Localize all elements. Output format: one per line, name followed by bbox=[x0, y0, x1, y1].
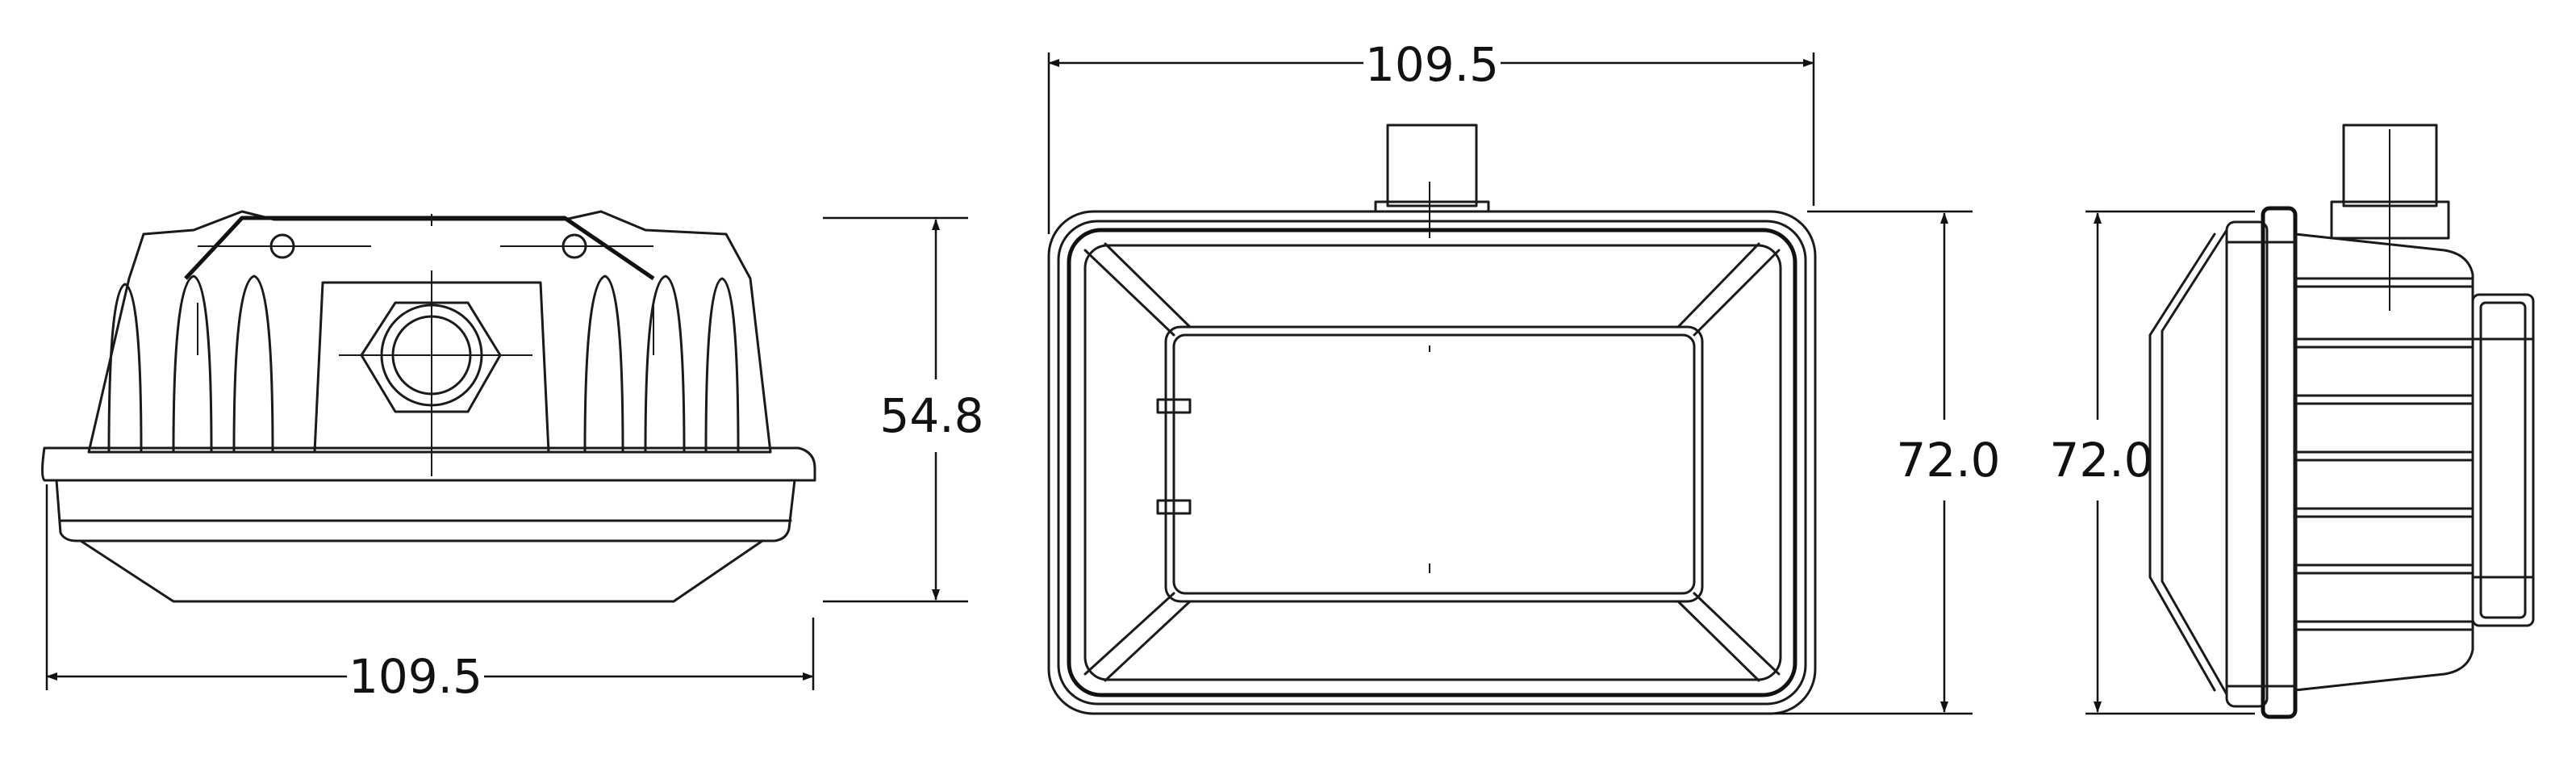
top-view: 109.5 72.0 bbox=[1047, 37, 2001, 715]
side-height-label: 72.0 bbox=[2049, 433, 2153, 488]
top-width-label: 109.5 bbox=[1365, 37, 1499, 92]
front-view: 109.5 bbox=[41, 210, 816, 704]
front-height-dimension: 54.8 bbox=[823, 216, 984, 603]
top-height-label: 72.0 bbox=[1896, 433, 2000, 488]
front-width-label: 109.5 bbox=[349, 649, 482, 704]
front-height-label: 54.8 bbox=[879, 388, 983, 443]
side-view: 72.0 bbox=[2049, 124, 2535, 719]
